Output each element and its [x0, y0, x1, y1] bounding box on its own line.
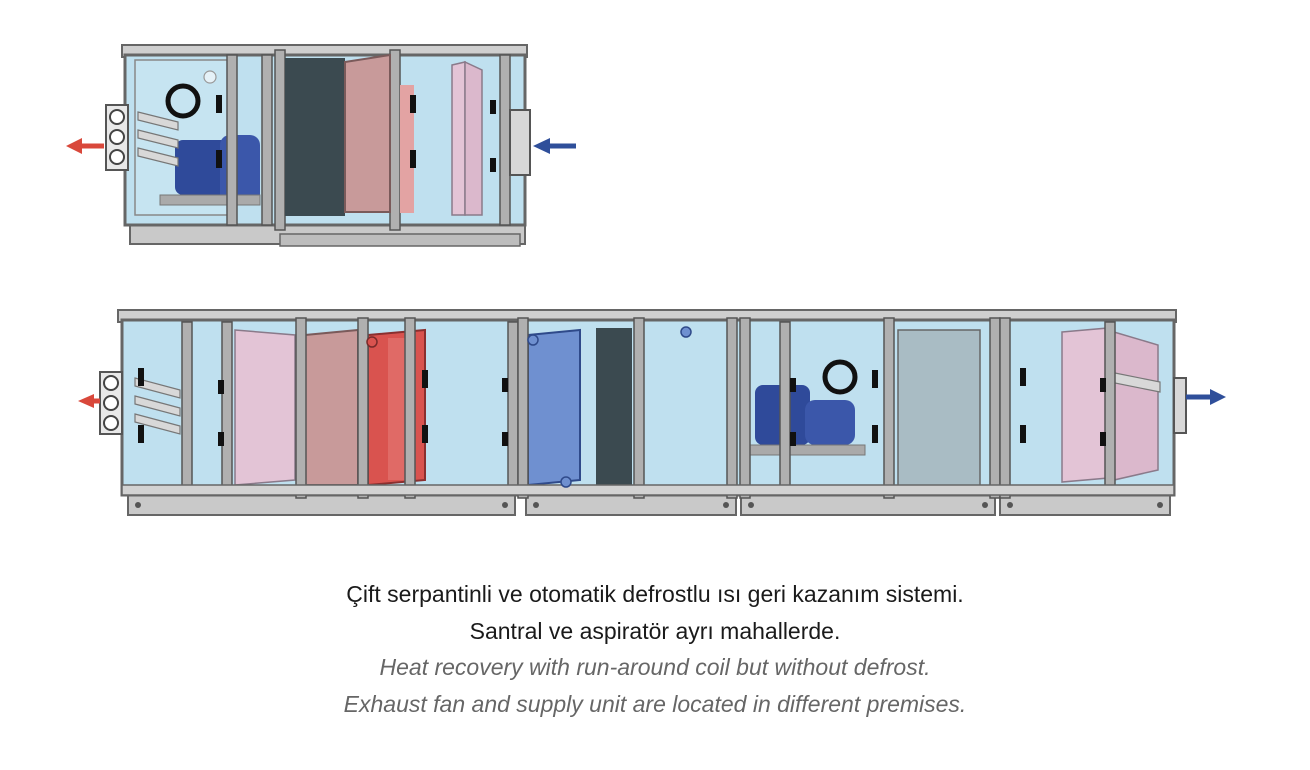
bottom-unit-base: [127, 494, 516, 516]
caption-en-line1: Heat recovery with run-around coil but w…: [379, 654, 931, 680]
caption-tr-line1: Çift serpantinli ve otomatik defrostlu ı…: [346, 581, 964, 607]
arrow-left-red-icon: [66, 138, 104, 154]
arrow-left-blue-icon: [533, 138, 576, 154]
top-unit: [66, 44, 576, 247]
caption-tr-line2: Santral ve aspiratör ayrı mahallerde.: [469, 618, 841, 644]
ahu-diagram: [66, 44, 1226, 516]
damper-icon: [137, 111, 179, 167]
arrow-right-blue-icon: [1186, 389, 1226, 405]
caption-en-line2: Exhaust fan and supply unit are located …: [343, 691, 967, 717]
arrow-left-red-icon: [78, 394, 100, 408]
bottom-unit: [78, 309, 1226, 516]
